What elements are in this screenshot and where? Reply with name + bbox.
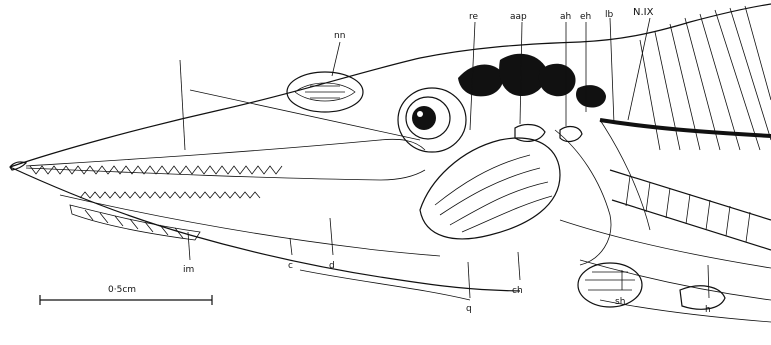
shoulder-girdle bbox=[578, 263, 642, 307]
label-h: h bbox=[705, 305, 711, 315]
lateral-line bbox=[600, 120, 771, 136]
label-ch: ch bbox=[512, 286, 523, 296]
label-sh: sh bbox=[615, 297, 625, 307]
scale-bar-label: 0·5cm bbox=[108, 285, 136, 295]
label-ah: ah bbox=[560, 12, 571, 22]
label-re: re bbox=[469, 12, 479, 22]
label-c: c bbox=[288, 261, 293, 271]
label-d: d bbox=[329, 261, 335, 271]
adductor-muscle-block bbox=[420, 138, 560, 239]
leader-lines bbox=[180, 18, 709, 298]
intermandibular-muscle bbox=[70, 205, 200, 240]
opercular-region bbox=[515, 120, 650, 265]
label-nn: nn bbox=[334, 31, 345, 41]
head-outline bbox=[10, 4, 771, 322]
eye bbox=[398, 88, 466, 152]
label-aap: aap bbox=[510, 12, 527, 22]
scale-bar: 0·5cm bbox=[40, 285, 212, 305]
label-im: im bbox=[183, 265, 194, 275]
teeth-row-lower bbox=[80, 192, 260, 198]
label-q: q bbox=[466, 304, 472, 314]
label-nix: N.IX bbox=[633, 7, 654, 18]
nasal-organ bbox=[287, 72, 363, 112]
label-eh: eh bbox=[580, 12, 591, 22]
label-lb: lb bbox=[605, 10, 614, 20]
dorsal-dark-masses bbox=[458, 54, 606, 108]
